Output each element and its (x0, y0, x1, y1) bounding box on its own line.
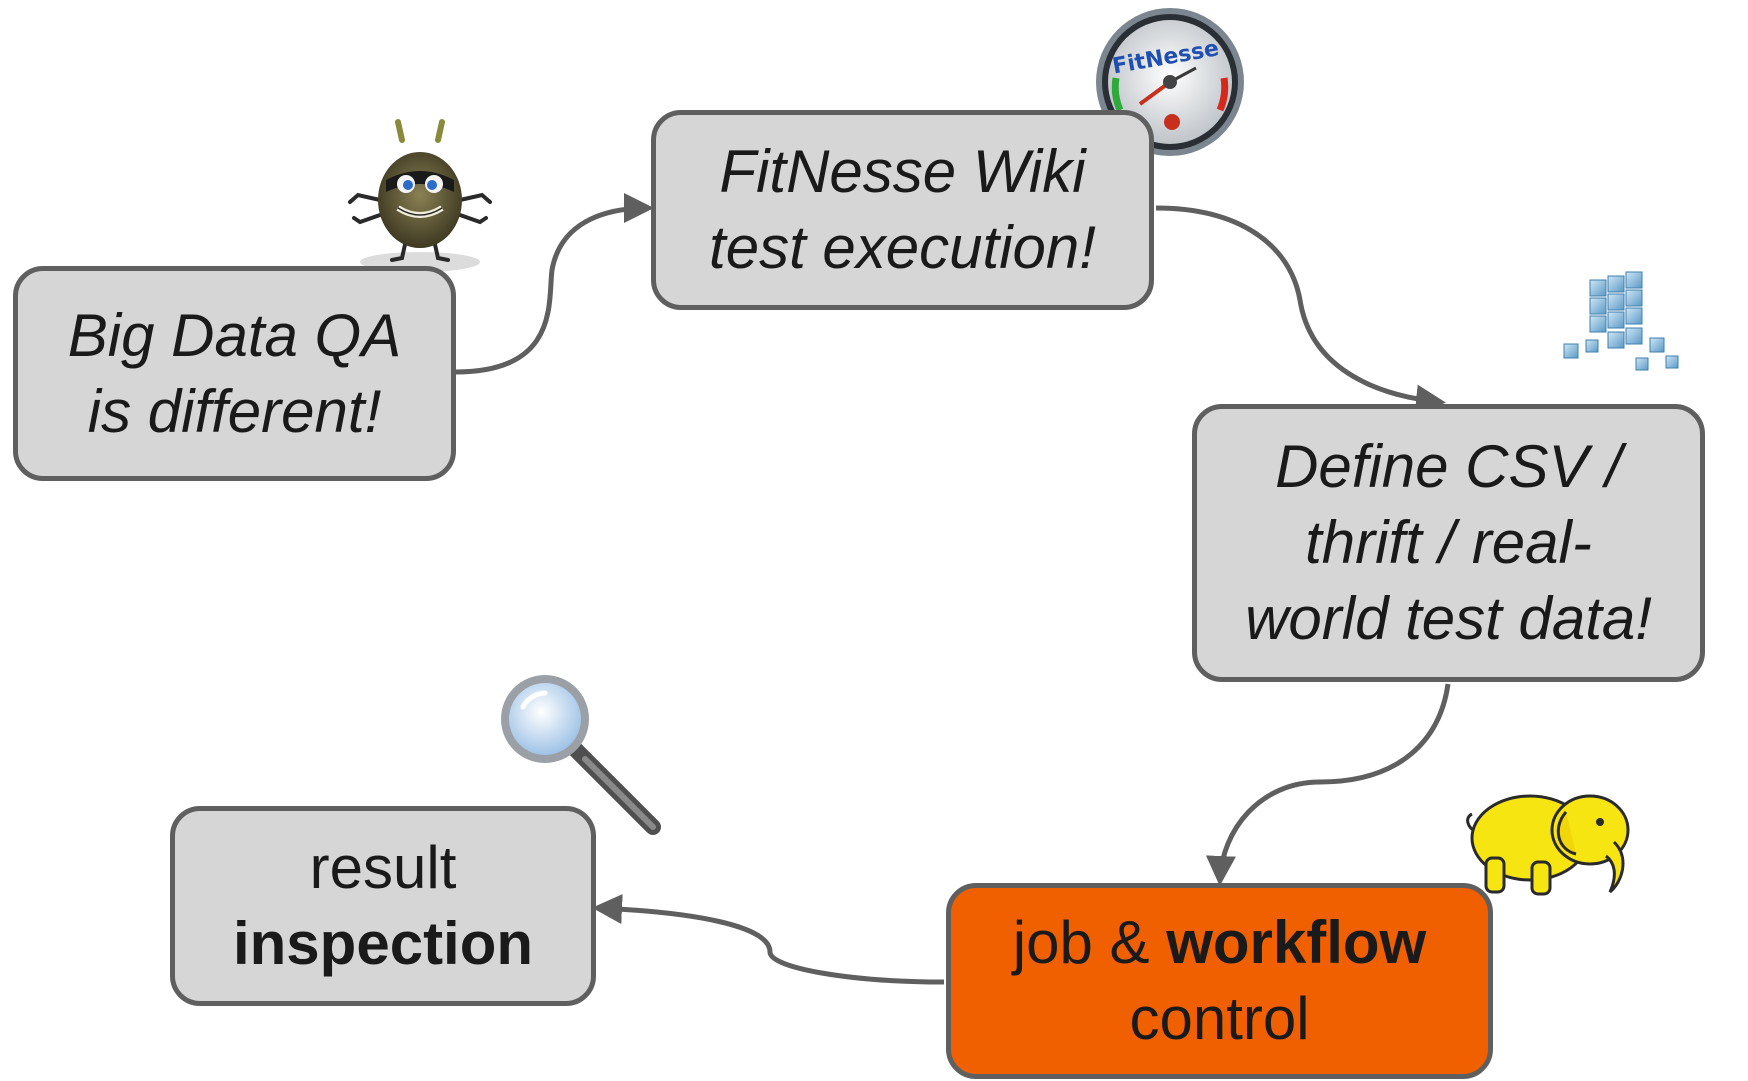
arrow-job-to-result (592, 894, 945, 985)
node-job-workflow-control: job & workflow control (946, 883, 1493, 1079)
magnifier-icon (501, 675, 661, 835)
node-job-line1: job & workflow (1013, 905, 1426, 981)
hadoop-elephant-icon (1466, 794, 1630, 896)
node-result-inspection: result inspection (170, 806, 596, 1006)
node-define-line3: world test data! (1245, 585, 1652, 652)
node-define-line2: thrift / real- (1305, 509, 1592, 576)
node-result-line2: inspection (232, 910, 534, 977)
arrow-bigdata-to-fitnesse (455, 193, 654, 375)
node-big-data-line2: is different! (87, 377, 382, 445)
fitnesse-gauge-icon: FitNesse (1096, 8, 1244, 156)
node-fitnesse-line2: test execution! (709, 214, 1096, 281)
node-define-line1: Define CSV / (1275, 433, 1622, 500)
node-job-line1-bold: workflow (1166, 909, 1427, 976)
node-job-line1-normal: job & (1012, 909, 1167, 976)
bug-icon (348, 119, 492, 272)
arrow-define-to-job (1205, 683, 1451, 886)
arrow-fitnesse-to-define (1155, 205, 1446, 415)
data-cubes-icon (1563, 271, 1679, 371)
node-big-data-line1: Big Data QA (67, 301, 402, 369)
node-job-line2: control (1129, 985, 1310, 1052)
node-define-test-data: Define CSV / thrift / real- world test d… (1192, 404, 1705, 682)
node-result-line1: result (309, 834, 457, 901)
node-fitnesse-wiki: FitNesse Wiki test execution! (651, 110, 1154, 310)
node-big-data-qa: Big Data QA is different! (13, 266, 456, 481)
node-fitnesse-line1: FitNesse Wiki (719, 138, 1086, 205)
